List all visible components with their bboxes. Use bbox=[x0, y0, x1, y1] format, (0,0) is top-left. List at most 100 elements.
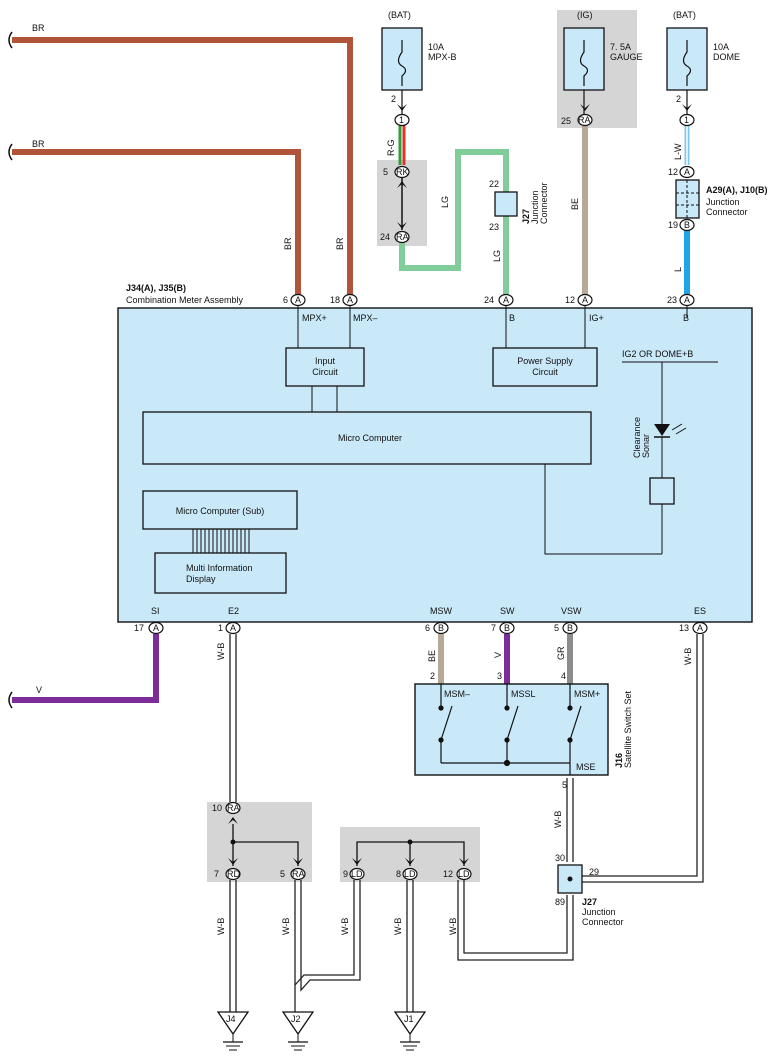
svg-text:Junction: Junction bbox=[706, 197, 740, 207]
switch-contacts bbox=[438, 684, 582, 775]
svg-text:13: 13 bbox=[679, 623, 689, 633]
svg-text:25: 25 bbox=[561, 116, 571, 126]
meter-name: Combination Meter Assembly bbox=[126, 295, 244, 305]
svg-text:1: 1 bbox=[218, 623, 223, 633]
svg-text:1: 1 bbox=[684, 115, 689, 125]
svg-text:RA: RA bbox=[227, 803, 240, 813]
svg-text:Display: Display bbox=[186, 574, 216, 584]
svg-text:MSM–: MSM– bbox=[444, 689, 470, 699]
svg-text:MSM+: MSM+ bbox=[574, 689, 600, 699]
svg-text:6: 6 bbox=[425, 623, 430, 633]
svg-text:24: 24 bbox=[484, 295, 494, 305]
svg-text:B: B bbox=[684, 220, 690, 230]
svg-text:Junction: Junction bbox=[582, 907, 616, 917]
svg-text:5: 5 bbox=[562, 780, 567, 790]
svg-text:2: 2 bbox=[676, 94, 681, 104]
svg-text:W-B: W-B bbox=[281, 918, 291, 935]
svg-text:LD: LD bbox=[404, 869, 416, 879]
svg-text:MPX–: MPX– bbox=[353, 313, 378, 323]
svg-text:17: 17 bbox=[134, 623, 144, 633]
svg-text:22: 22 bbox=[489, 179, 499, 189]
svg-text:W-B: W-B bbox=[553, 811, 563, 828]
svg-text:W-B: W-B bbox=[216, 643, 226, 660]
svg-text:Circuit: Circuit bbox=[312, 367, 338, 377]
lw-label: L-W bbox=[673, 143, 683, 160]
svg-text:MSE: MSE bbox=[576, 762, 596, 772]
ground-j1: J1 bbox=[404, 1014, 414, 1024]
lg-wire-1 bbox=[399, 149, 509, 271]
svg-text:W-B: W-B bbox=[216, 918, 226, 935]
v-wire-1 bbox=[12, 634, 159, 703]
svg-text:8: 8 bbox=[396, 869, 401, 879]
svg-text:Connector: Connector bbox=[706, 207, 748, 217]
switch-name: Satellite Switch Set bbox=[623, 690, 633, 768]
svg-text:9: 9 bbox=[343, 869, 348, 879]
svg-text:Junction: Junction bbox=[530, 190, 540, 224]
svg-text:A: A bbox=[230, 623, 236, 633]
svg-text:3: 3 bbox=[497, 671, 502, 681]
wire-break-2 bbox=[8, 143, 13, 161]
svg-text:B: B bbox=[438, 623, 444, 633]
svg-text:RD: RD bbox=[227, 869, 240, 879]
svg-text:W-B: W-B bbox=[683, 648, 693, 665]
svg-text:Connector: Connector bbox=[582, 917, 624, 927]
svg-text:A: A bbox=[153, 623, 159, 633]
ground-j1-icon bbox=[393, 1011, 427, 1051]
svg-text:B: B bbox=[683, 313, 689, 323]
svg-text:V: V bbox=[36, 685, 42, 695]
ig-label: (IG) bbox=[577, 10, 593, 20]
svg-text:W-B: W-B bbox=[448, 918, 458, 935]
svg-text:23: 23 bbox=[489, 222, 499, 232]
svg-text:BE: BE bbox=[427, 650, 437, 662]
svg-text:A: A bbox=[347, 295, 353, 305]
svg-text:A: A bbox=[295, 295, 301, 305]
j27-top-id: J27 bbox=[521, 209, 531, 224]
gr-label: R-G bbox=[386, 140, 396, 157]
svg-text:Circuit: Circuit bbox=[532, 367, 558, 377]
svg-text:7: 7 bbox=[214, 869, 219, 879]
br-label-3: BR bbox=[283, 237, 293, 250]
svg-text:B: B bbox=[567, 623, 573, 633]
micro-computer-sub bbox=[142, 490, 298, 530]
svg-text:V: V bbox=[493, 652, 503, 658]
svg-text:30: 30 bbox=[555, 853, 565, 863]
svg-text:1: 1 bbox=[399, 115, 404, 125]
svg-text:18: 18 bbox=[330, 295, 340, 305]
svg-text:MPX+: MPX+ bbox=[302, 313, 327, 323]
svg-text:A: A bbox=[684, 295, 690, 305]
ground-j2-icon bbox=[281, 1011, 315, 1051]
multi-information-display bbox=[154, 552, 287, 594]
j27-bottom-id: J27 bbox=[582, 897, 597, 907]
micro-computer bbox=[142, 411, 592, 465]
a29-id: A29(A), J10(B) bbox=[706, 185, 768, 195]
svg-text:23: 23 bbox=[667, 295, 677, 305]
svg-text:Power Supply: Power Supply bbox=[517, 356, 573, 366]
ground-j4: J4 bbox=[226, 1014, 236, 1024]
svg-text:RA: RA bbox=[396, 232, 409, 242]
svg-text:E2: E2 bbox=[228, 606, 239, 616]
svg-text:MSW: MSW bbox=[430, 606, 453, 616]
svg-text:IG+: IG+ bbox=[589, 313, 604, 323]
svg-text:B: B bbox=[509, 313, 515, 323]
svg-text:W-B: W-B bbox=[393, 918, 403, 935]
svg-text:VSW: VSW bbox=[561, 606, 582, 616]
svg-text:Micro Computer (Sub): Micro Computer (Sub) bbox=[176, 506, 265, 516]
svg-text:LD: LD bbox=[351, 869, 363, 879]
meter-id: J34(A), J35(B) bbox=[126, 283, 186, 293]
svg-text:Connector: Connector bbox=[539, 182, 549, 224]
svg-text:ES: ES bbox=[694, 606, 706, 616]
svg-text:5: 5 bbox=[554, 623, 559, 633]
fuse-mpxb-name: MPX-B bbox=[428, 52, 457, 62]
svg-text:5: 5 bbox=[383, 167, 388, 177]
svg-text:6: 6 bbox=[283, 295, 288, 305]
svg-text:7: 7 bbox=[491, 623, 496, 633]
svg-text:2: 2 bbox=[391, 94, 396, 104]
switch-id: J16 bbox=[614, 753, 624, 768]
fuse-dome-name: DOME bbox=[713, 52, 740, 62]
svg-text:RK: RK bbox=[396, 167, 409, 177]
svg-text:24: 24 bbox=[380, 232, 390, 242]
svg-text:MSSL: MSSL bbox=[511, 689, 536, 699]
svg-text:12: 12 bbox=[565, 295, 575, 305]
fuse-mpxb-amp: 10A bbox=[428, 42, 444, 52]
